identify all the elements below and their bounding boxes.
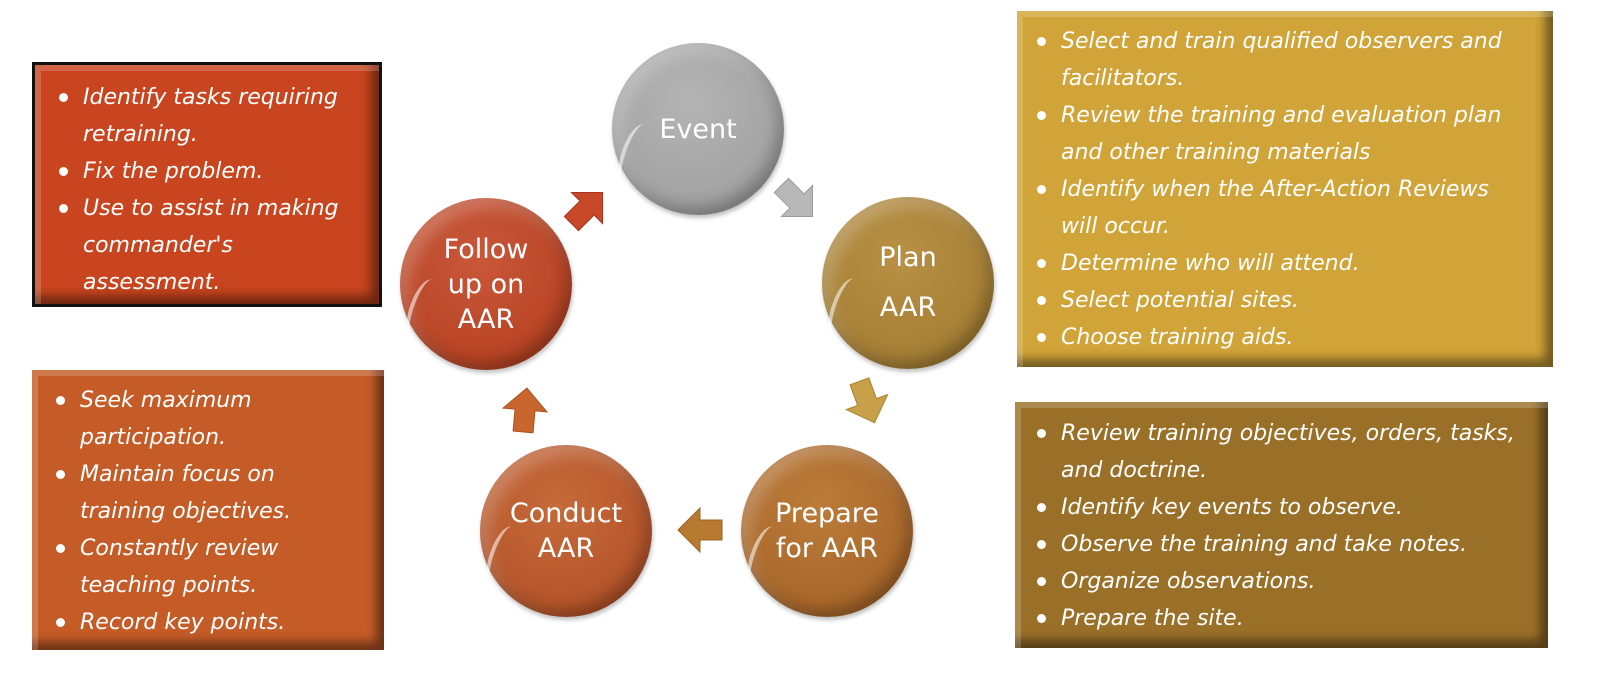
arrow-conduct-to-followup-icon xyxy=(501,387,549,434)
conduct-actions-list: Seek maximum participation. Maintain foc… xyxy=(54,382,294,641)
list-item: Review the training and evaluation plan … xyxy=(1035,97,1505,171)
step-conduct-label: Conduct AAR xyxy=(509,498,623,564)
list-item: Review training objectives, orders, task… xyxy=(1035,415,1525,489)
list-item: Observe the training and take notes. xyxy=(1035,526,1525,563)
list-item: Use to assist in making commander's asse… xyxy=(57,190,343,301)
step-event-circle: Event xyxy=(612,43,784,215)
list-item: Organize observations. xyxy=(1035,563,1525,600)
list-item: Constantly review teaching points. xyxy=(54,530,294,604)
arrow-prepare-to-conduct-icon xyxy=(677,506,723,554)
step-followup-label: Follow up on AAR xyxy=(443,233,529,335)
step-prepare-circle: Prepare for AAR xyxy=(741,445,913,617)
conduct-actions-box: Seek maximum participation. Maintain foc… xyxy=(32,370,384,650)
list-item: Fix the problem. xyxy=(57,153,365,190)
prepare-actions-box: Review training objectives, orders, task… xyxy=(1015,402,1548,648)
step-prepare-label: Prepare for AAR xyxy=(775,498,879,564)
list-item: Identify tasks requiring retraining. xyxy=(57,79,365,153)
list-item: Determine who will attend. xyxy=(1035,245,1505,282)
step-conduct-circle: Conduct AAR xyxy=(480,445,652,617)
plan-actions-list: Select and train qualified observers and… xyxy=(1035,23,1505,356)
step-plan-circle: Plan AAR xyxy=(822,197,994,369)
list-item: Maintain focus on training objectives. xyxy=(54,456,294,530)
step-event-label: Event xyxy=(659,113,737,145)
followup-actions-box: Identify tasks requiring retraining. Fix… xyxy=(32,62,382,307)
arrow-event-to-plan-icon xyxy=(773,177,814,218)
step-followup-circle: Follow up on AAR xyxy=(400,198,572,370)
list-item: Seek maximum participation. xyxy=(54,382,294,456)
list-item: Select potential sites. xyxy=(1035,282,1505,319)
arrow-plan-to-prepare-icon xyxy=(845,377,889,424)
list-item: Identify when the After-Action Reviews w… xyxy=(1035,171,1505,245)
step-plan-label: Plan AAR xyxy=(879,242,937,323)
list-item: Record key points. xyxy=(54,604,294,641)
list-item: Select and train qualified observers and… xyxy=(1035,23,1505,97)
followup-actions-list: Identify tasks requiring retraining. Fix… xyxy=(57,79,365,301)
list-item: Identify key events to observe. xyxy=(1035,489,1525,526)
prepare-actions-list: Review training objectives, orders, task… xyxy=(1035,415,1525,637)
arrow-followup-to-event-icon xyxy=(563,191,604,232)
list-item: Choose training aids. xyxy=(1035,319,1505,356)
list-item: Prepare the site. xyxy=(1035,600,1525,637)
plan-actions-box: Select and train qualified observers and… xyxy=(1017,11,1553,367)
